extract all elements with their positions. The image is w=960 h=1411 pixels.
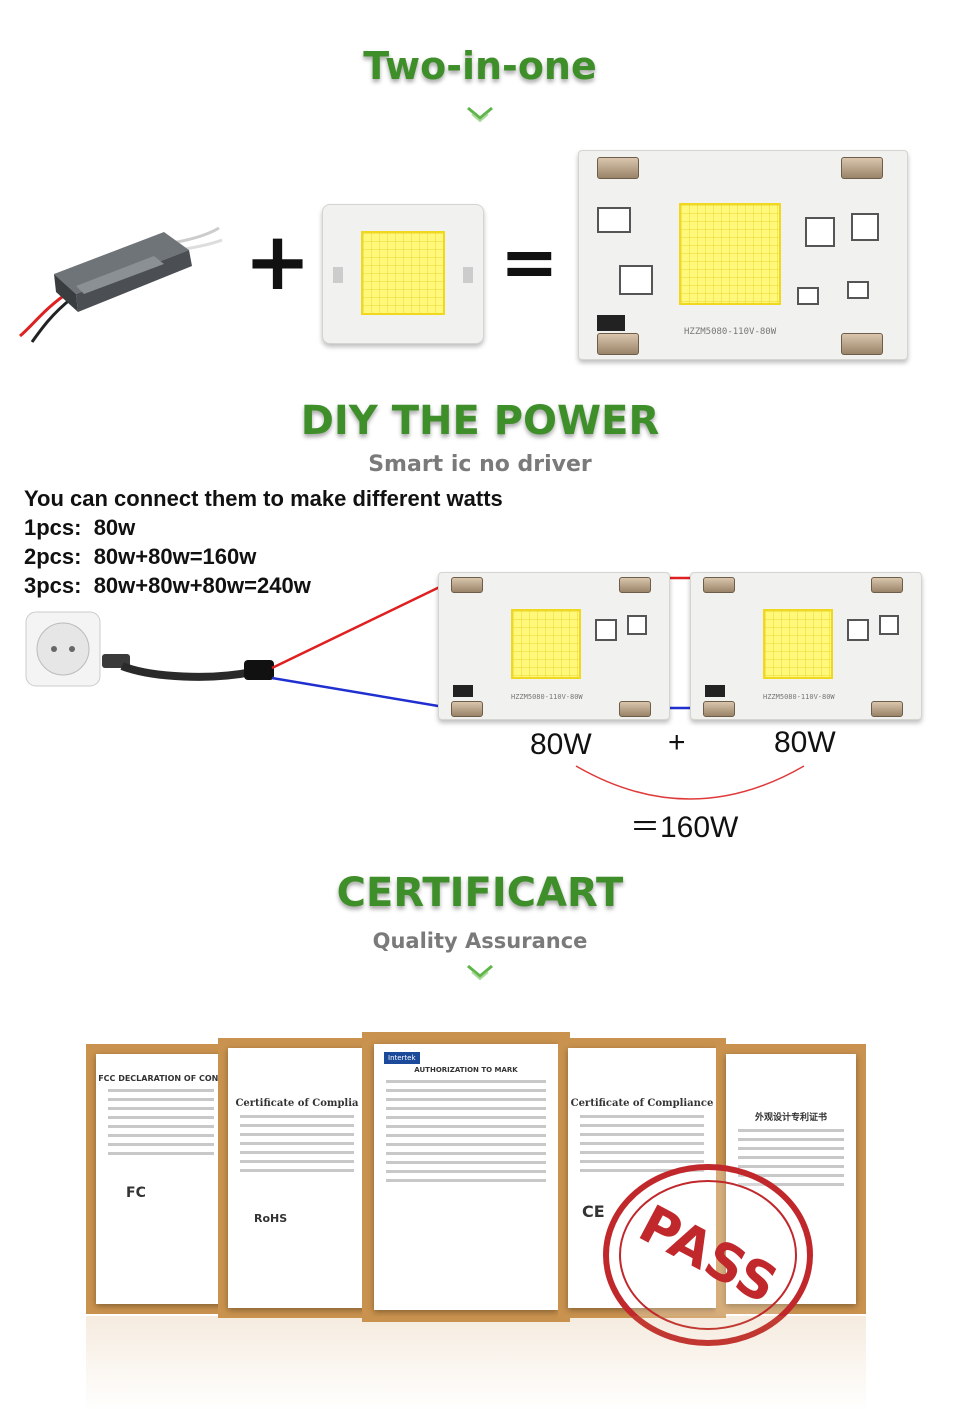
certificate-rohs: Certificate of Complia RoHS [218,1038,376,1318]
certificates-reflection [86,1316,866,1411]
board-label: HZZM5080-110V-80W [511,693,583,701]
watt-total: ＝160W [630,811,739,844]
cob-chip-image [322,204,484,344]
led-driver-image [19,226,223,343]
led-chip [361,231,445,315]
certificate-ce: Certificate of Compliance CE [558,1038,726,1318]
led-module-board-1: HZZM5080-110V-80W [438,572,670,720]
watt-plus-sign: + [668,726,686,759]
equals-sign: = [500,221,559,303]
info-line-3pcs: 3pcs: 80w+80w+80w=240w [24,573,311,598]
info-line-1pcs: 1pcs: 80w [24,515,136,540]
plus-sign: + [244,215,312,308]
certificates-gallery: FCC DECLARATION OF CONF FC Certificate o… [86,1032,866,1346]
certificate-fcc: FCC DECLARATION OF CONF FC [86,1044,236,1314]
led-chip [511,609,581,679]
info-line-2pcs: 2pcs: 80w+80w=160w [24,544,257,569]
wall-socket-and-plug-image [25,611,274,687]
sum-arc [575,765,805,800]
board-label: HZZM5080-110V-80W [763,693,835,701]
led-chip [679,203,781,305]
board-label: HZZM5080-110V-80W [684,327,777,337]
section-title-certificart: CERTIFICART [336,870,624,916]
section-subtitle-smart-ic: Smart ic no driver [368,452,592,477]
section-title-two-in-one: Two-in-one [363,44,597,88]
watt-label-right: 80W [774,726,836,759]
led-chip [763,609,833,679]
pass-stamp: PASS [603,1164,813,1346]
led-module-board: HZZM5080-110V-80W [578,150,908,360]
section-title-diy-power: DIY THE POWER [300,398,660,444]
watt-label-left: 80W [530,728,592,761]
info-line-intro: You can connect them to make different w… [24,486,503,511]
chevron-down-icon [467,106,493,123]
section-subtitle-quality: Quality Assurance [372,929,588,953]
certificate-intertek: Intertek AUTHORIZATION TO MARK [362,1032,570,1322]
certificate-patent: 外观设计专利证书 [716,1044,866,1314]
chevron-down-icon [467,964,493,981]
led-module-board-2: HZZM5080-110V-80W [690,572,922,720]
